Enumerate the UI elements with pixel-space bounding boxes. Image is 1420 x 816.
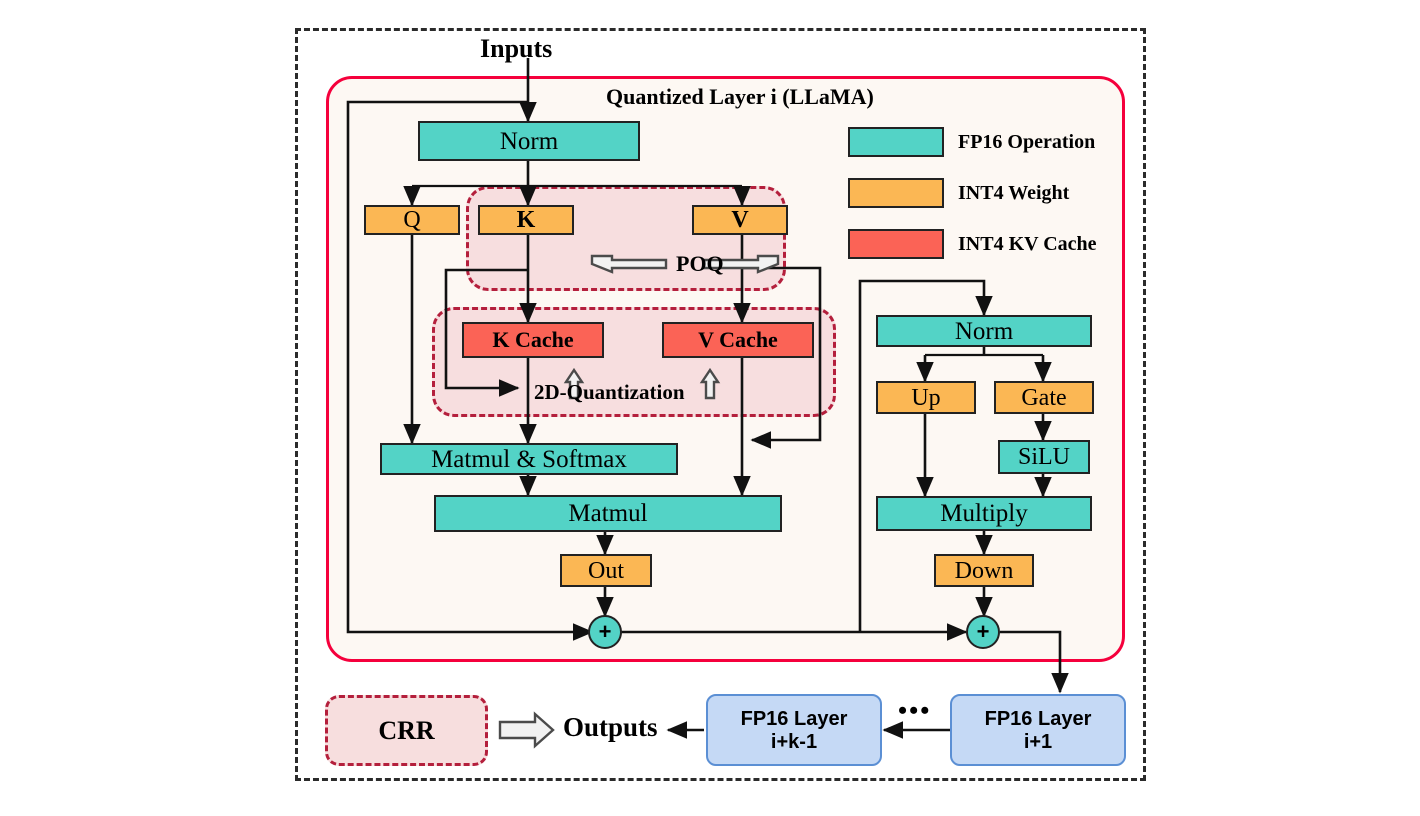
outer-dashed-frame [295,28,1146,781]
legend-swatch-int4-weight [848,178,944,208]
mlp-residual-add[interactable]: + [966,615,1000,649]
k-cache-block[interactable]: K Cache [462,322,604,358]
q-projection-block[interactable]: Q [364,205,460,235]
fp16-layer-k-line1: FP16 Layer [740,707,848,730]
silu-block[interactable]: SiLU [998,440,1090,474]
quantized-layer-title: Quantized Layer i (LLaMA) [606,84,874,109]
fp16-layer-i-plus-k-1-block[interactable]: FP16 Layer i+k-1 [706,694,882,766]
fp16-layer-k-line2: i+k-1 [770,730,818,753]
v-cache-block[interactable]: V Cache [662,322,814,358]
legend-label-int4-kv-cache: INT4 KV Cache [958,233,1097,255]
matmul-softmax-block[interactable]: Matmul & Softmax [380,443,678,475]
inputs-label: Inputs [480,34,553,63]
legend-swatch-int4-kv-cache [848,229,944,259]
crr-region: CRR [325,695,488,766]
fp16-layer-next-line1: FP16 Layer [984,707,1092,730]
crr-label: CRR [378,715,435,745]
fp16-layer-i-plus-1-block[interactable]: FP16 Layer i+1 [950,694,1126,766]
attn-norm-block[interactable]: Norm [418,121,640,161]
ellipsis-dots: ••• [898,696,932,725]
twod-quantization-label: 2D-Quantization [534,380,685,404]
fp16-layer-next-line2: i+1 [1023,730,1053,753]
poq-region [466,186,786,291]
matmul-block[interactable]: Matmul [434,495,782,532]
gate-projection-block[interactable]: Gate [994,381,1094,414]
k-projection-block[interactable]: K [478,205,574,235]
legend-label-int4-weight: INT4 Weight [958,182,1070,204]
legend-swatch-fp16-operation [848,127,944,157]
attn-residual-add[interactable]: + [588,615,622,649]
legend-label-fp16-operation: FP16 Operation [958,131,1096,153]
out-projection-block[interactable]: Out [560,554,652,587]
poq-label: POQ [676,251,724,276]
up-projection-block[interactable]: Up [876,381,976,414]
down-projection-block[interactable]: Down [934,554,1034,587]
multiply-block[interactable]: Multiply [876,496,1092,531]
outputs-label: Outputs [563,712,658,742]
v-projection-block[interactable]: V [692,205,788,235]
mlp-norm-block[interactable]: Norm [876,315,1092,347]
